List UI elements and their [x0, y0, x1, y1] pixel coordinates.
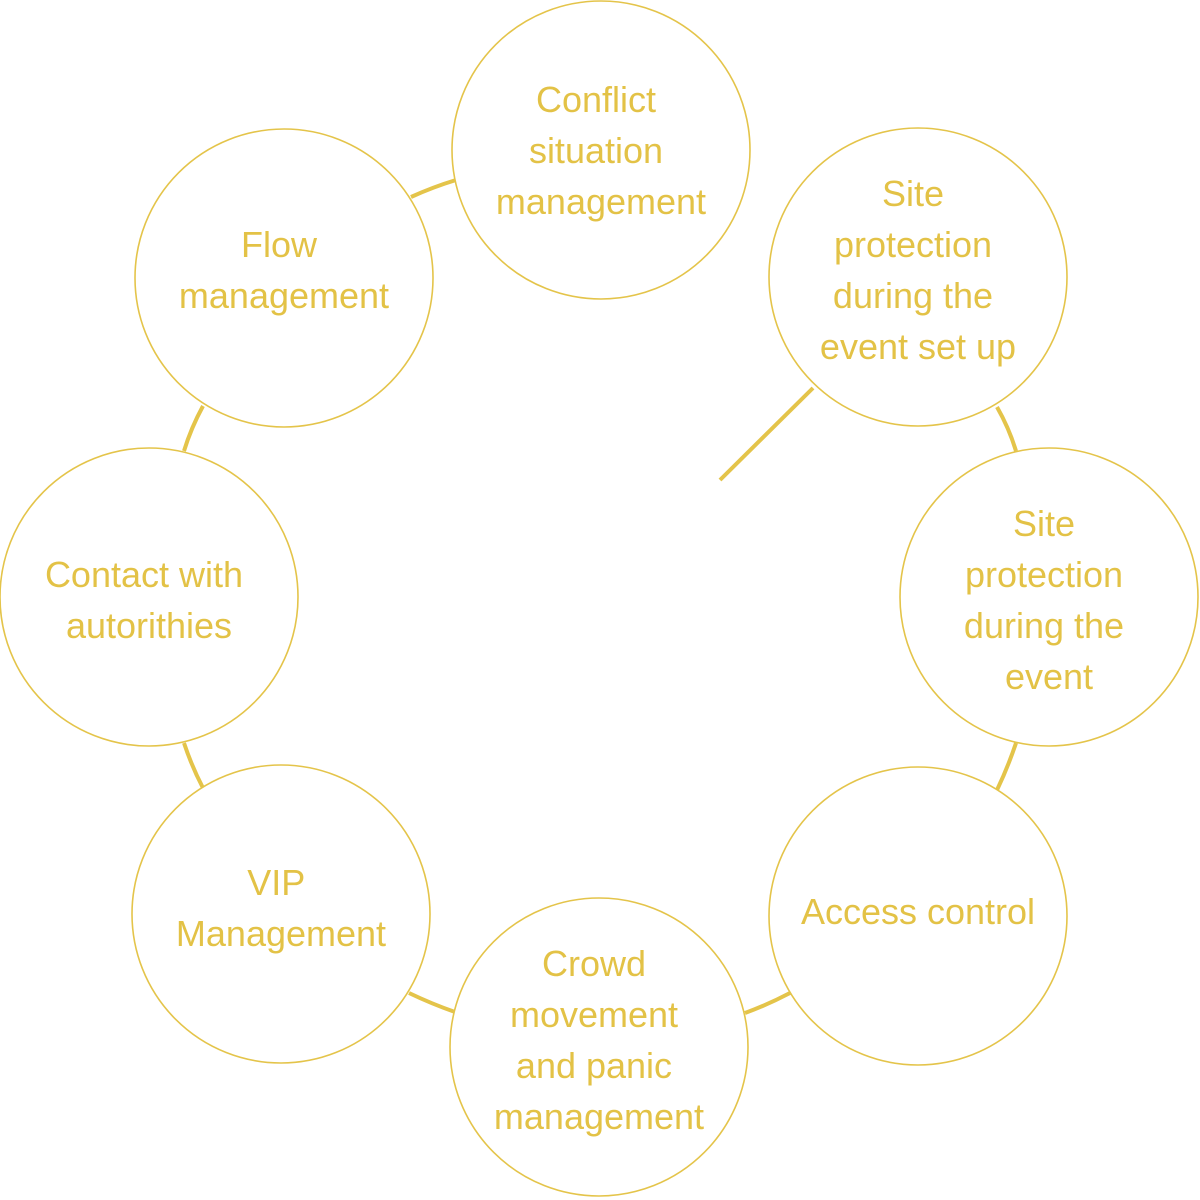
- node-label: Access control: [801, 891, 1035, 932]
- connector-setup-to-event: [995, 406, 1018, 452]
- label-line: during the: [833, 275, 993, 316]
- label-line: Conflict: [536, 79, 656, 120]
- label-line: VIP: [247, 862, 304, 903]
- node-vip-management: VIP Management: [131, 764, 431, 1064]
- connector-access-to-crowd: [744, 991, 791, 1015]
- label-line: during the: [964, 605, 1124, 646]
- node-circle: [768, 127, 1068, 427]
- connector-flow-to-conflict: [410, 178, 457, 199]
- node-circle: [131, 764, 431, 1064]
- node-label: Flow management: [179, 224, 389, 316]
- label-line: management: [494, 1096, 704, 1137]
- connectors: [182, 178, 1018, 1015]
- label-line: Management: [176, 913, 386, 954]
- node-label: Site protection during the event: [964, 503, 1134, 697]
- node-contact-with-autorithies: Contact with autorithies: [0, 447, 299, 747]
- node-label: Contact with autorithies: [45, 554, 253, 646]
- label-line: movement: [510, 994, 678, 1035]
- node-label: Crowd movement and panic management: [494, 943, 704, 1137]
- label-line: Access control: [801, 891, 1035, 932]
- label-line: protection: [965, 554, 1123, 595]
- node-circle: [449, 897, 749, 1197]
- connector-event-to-access: [995, 742, 1018, 791]
- label-line: event set up: [820, 326, 1016, 367]
- label-line: Contact with: [45, 554, 243, 595]
- node-circle: [899, 447, 1199, 747]
- label-line: Site: [1013, 503, 1075, 544]
- connector-crowd-to-vip: [408, 991, 456, 1014]
- node-circle: [768, 766, 1068, 1066]
- node-label: Site protection during the event set up: [820, 173, 1016, 367]
- label-line: management: [496, 181, 706, 222]
- label-line: situation: [529, 130, 663, 171]
- node-label: VIP Management: [176, 862, 386, 954]
- label-line: Crowd: [542, 943, 646, 984]
- label-line: protection: [834, 224, 992, 265]
- label-line: Site: [882, 173, 944, 214]
- node-crowd-movement-panic-management: Crowd movement and panic management: [449, 897, 749, 1197]
- node-flow-management: Flow management: [134, 128, 434, 428]
- label-line: and panic: [516, 1045, 672, 1086]
- connector-contact-to-flow: [182, 405, 205, 452]
- label-line: management: [179, 275, 389, 316]
- label-line: autorithies: [66, 605, 232, 646]
- connector-setup-open-end: [718, 386, 815, 482]
- node-circle: [0, 447, 299, 747]
- node-site-protection-event: Site protection during the event: [899, 447, 1199, 747]
- label-line: Flow: [241, 224, 318, 265]
- node-access-control: Access control: [768, 766, 1068, 1066]
- connector-vip-to-contact: [182, 742, 205, 789]
- node-label: Conflict situation management: [496, 79, 706, 222]
- node-conflict-situation-management: Conflict situation management: [451, 0, 751, 300]
- node-site-protection-set-up: Site protection during the event set up: [768, 127, 1068, 427]
- node-circle: [134, 128, 434, 428]
- node-circle: [451, 0, 751, 300]
- label-line: event: [1005, 656, 1093, 697]
